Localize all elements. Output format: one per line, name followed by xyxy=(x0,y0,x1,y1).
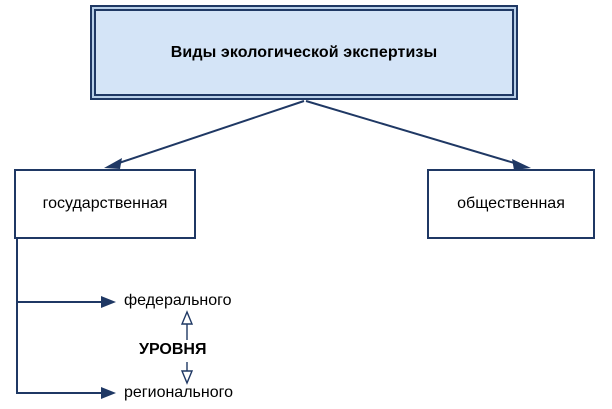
edge-root-to-obsh xyxy=(305,100,531,170)
label-urovnya: УРОВНЯ xyxy=(139,341,207,358)
node-title-label: Виды экологической экспертизы xyxy=(170,43,438,61)
edge-gos-to-regional xyxy=(16,302,116,399)
edge-gos-to-federal xyxy=(16,239,116,308)
label-federalnogo: федерального xyxy=(124,292,232,309)
node-gosudarstvennaya[interactable]: государственная xyxy=(14,169,196,239)
edge-uroven-up xyxy=(180,310,194,340)
node-obshchestvennaya-label: общественная xyxy=(457,195,565,212)
node-title[interactable]: Виды экологической экспертизы xyxy=(90,5,518,100)
node-gosudarstvennaya-label: государственная xyxy=(42,195,168,212)
node-title-inner: Виды экологической экспертизы xyxy=(94,9,514,96)
edge-root-to-gos xyxy=(104,100,305,169)
edge-uroven-down xyxy=(180,362,194,385)
node-obshchestvennaya[interactable]: общественная xyxy=(427,169,595,239)
label-regionalnogo: регионального xyxy=(124,384,233,401)
node-title-bevel: Виды экологической экспертизы xyxy=(92,7,516,98)
